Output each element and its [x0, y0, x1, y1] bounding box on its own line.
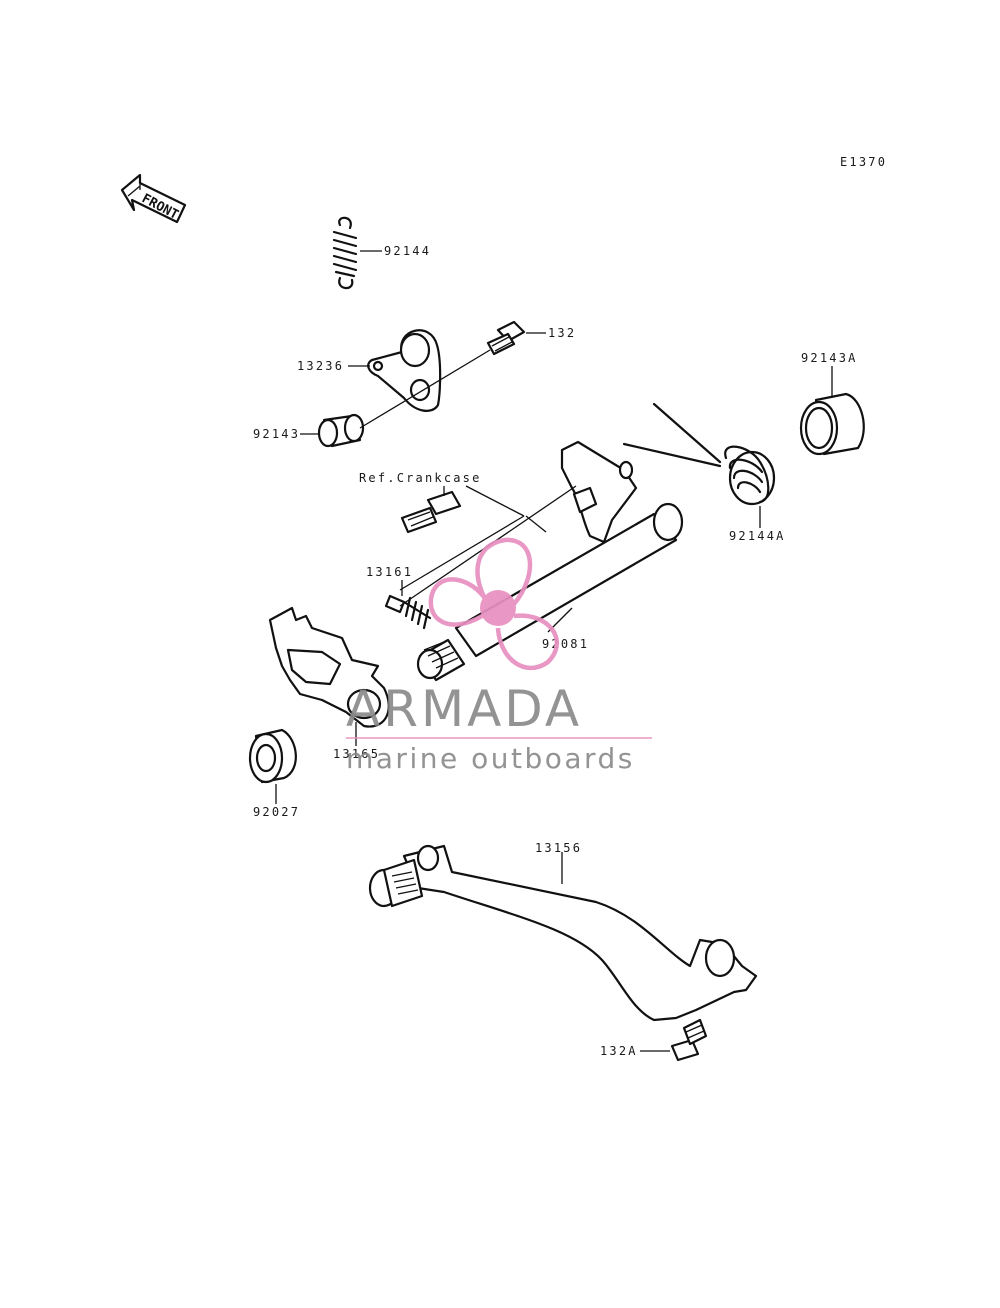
armada-watermark: ARMADA marine outboards	[346, 537, 652, 775]
bolt-132-part	[486, 320, 526, 356]
part-label-92143a: 92143A	[801, 351, 858, 365]
part-label-13236: 13236	[297, 359, 344, 373]
spring-92144-part	[332, 216, 358, 290]
part-label-92144a: 92144A	[729, 529, 786, 543]
part-label-92144: 92144	[384, 244, 431, 258]
part-label-13165: 13165	[333, 747, 380, 761]
part-label-132a: 132A	[600, 1044, 638, 1058]
diagram-code: E1370	[840, 155, 887, 169]
watermark-title: ARMADA	[346, 680, 582, 738]
shaft-13161-part	[416, 440, 684, 682]
part-label-92027: 92027	[253, 805, 300, 819]
collar-92143-part	[317, 413, 365, 448]
front-arrow-icon: FRONT	[120, 173, 187, 224]
seal-92027-part	[248, 728, 297, 784]
part-label-13156: 13156	[535, 841, 582, 855]
propeller-logo-icon	[428, 537, 560, 671]
part-label-13161: 92081	[542, 637, 589, 651]
part-label-132: 132	[548, 326, 576, 340]
collar-92143a-part	[799, 392, 865, 456]
part-label-92143: 92143	[253, 427, 300, 441]
crankcase-stud-part	[400, 490, 462, 534]
bolt-132a-part	[670, 1018, 708, 1062]
spring-92144a-part	[622, 402, 776, 506]
reference-note: Ref.Crankcase	[359, 471, 482, 485]
part-label-92081: 13161	[366, 565, 413, 579]
lever-13236-part	[367, 329, 442, 412]
pedal-13156-part	[368, 844, 758, 1022]
plate-13165-part	[268, 606, 390, 728]
watermark-subtitle: marine outboards	[346, 742, 635, 775]
